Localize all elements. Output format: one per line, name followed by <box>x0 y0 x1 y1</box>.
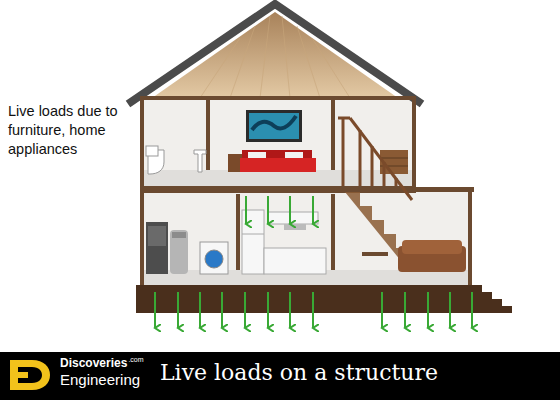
brand-name: Discoveries <box>60 356 127 370</box>
brand-domain: .com <box>128 356 143 363</box>
load-note: Live loads due to furniture, home applia… <box>8 102 140 159</box>
brand-word: Engineering <box>60 371 140 388</box>
caption: Live loads on a structure <box>160 360 438 385</box>
